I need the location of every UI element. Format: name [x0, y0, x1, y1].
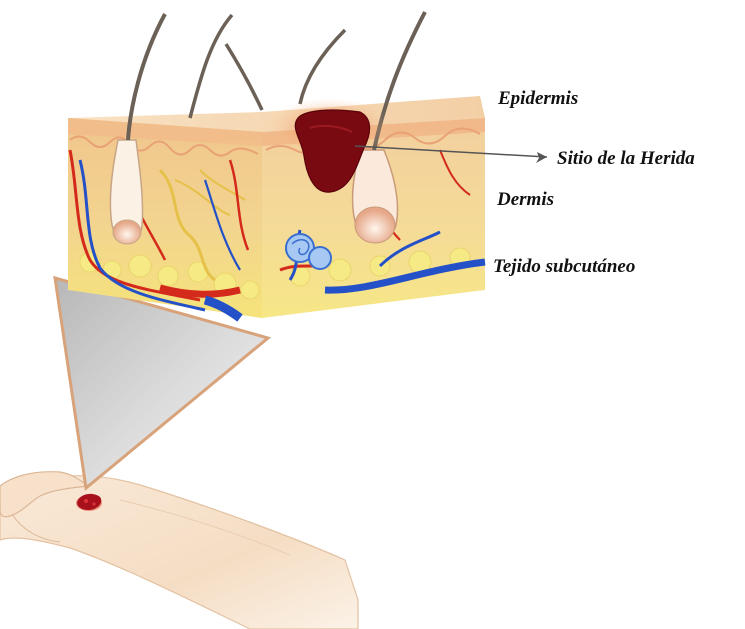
forearm: [0, 472, 358, 629]
subcutaneous-tissue-label: Tejido subcutáneo: [493, 257, 635, 276]
hair-strand: [300, 30, 345, 104]
epidermis-label: Epidermis: [498, 89, 578, 108]
skin-block: [68, 12, 485, 318]
hair-strand: [226, 44, 262, 110]
hair-strand: [190, 15, 232, 118]
wound-site-label: Sitio de la Herida: [557, 149, 695, 168]
dermis-label: Dermis: [497, 190, 554, 209]
